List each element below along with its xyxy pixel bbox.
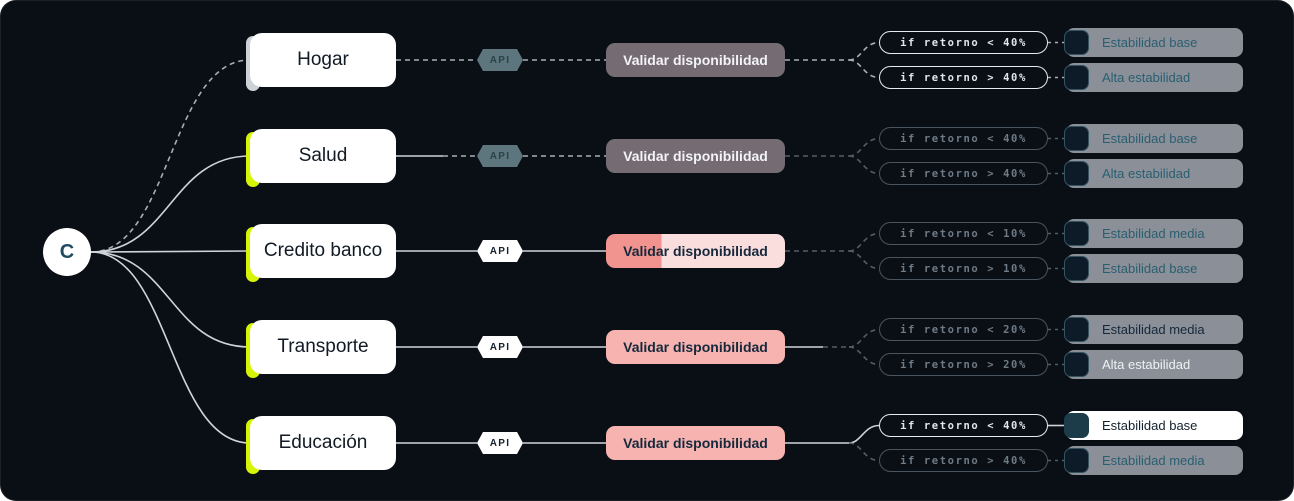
- api-badge[interactable]: API: [477, 240, 523, 262]
- status-square-icon: [1064, 126, 1089, 151]
- outcome-label: Alta estabilidad: [1102, 166, 1191, 181]
- api-badge[interactable]: API: [477, 145, 523, 167]
- category-label: Credito banco: [263, 240, 383, 261]
- category-label: Hogar: [297, 49, 349, 70]
- outcome-label: Estabilidad base: [1102, 261, 1198, 276]
- outcome-chip[interactable]: Alta estabilidad: [1064, 63, 1243, 92]
- outcome-label: Alta estabilidad: [1102, 70, 1191, 85]
- outcome-label: Estabilidad base: [1102, 418, 1198, 433]
- status-square-icon: [1064, 413, 1089, 438]
- status-square-icon: [1064, 317, 1089, 342]
- category-node-transporte[interactable]: Transporte: [250, 320, 396, 374]
- category-node-credito-banco[interactable]: Credito banco: [250, 224, 396, 278]
- condition-text: if retorno > 10%: [900, 262, 1027, 275]
- outcome-chip[interactable]: Estabilidad media: [1064, 219, 1243, 248]
- api-label: API: [489, 341, 511, 353]
- condition-pill[interactable]: if retorno < 40%: [879, 414, 1048, 437]
- condition-text: if retorno < 40%: [900, 132, 1027, 145]
- condition-text: if retorno < 40%: [900, 419, 1027, 432]
- condition-pill[interactable]: if retorno > 40%: [879, 66, 1048, 89]
- outcome-chip[interactable]: Estabilidad media: [1064, 446, 1243, 475]
- api-badge[interactable]: API: [477, 49, 523, 71]
- condition-text: if retorno < 20%: [900, 323, 1027, 336]
- api-label: API: [489, 437, 511, 449]
- category-node-hogar[interactable]: Hogar: [250, 33, 396, 87]
- status-square-icon: [1064, 221, 1089, 246]
- outcome-chip[interactable]: Estabilidad base: [1064, 28, 1243, 57]
- condition-text: if retorno > 20%: [900, 358, 1027, 371]
- condition-pill[interactable]: if retorno < 20%: [879, 318, 1048, 341]
- outcome-label: Estabilidad base: [1102, 35, 1198, 50]
- validate-button[interactable]: Validar disponibilidad: [606, 426, 785, 460]
- outcome-label: Estabilidad media: [1102, 226, 1205, 241]
- root-node[interactable]: C: [43, 228, 91, 276]
- outcome-label: Alta estabilidad: [1102, 357, 1191, 372]
- outcome-chip[interactable]: Estabilidad base: [1064, 254, 1243, 283]
- category-label: Salud: [298, 145, 348, 166]
- condition-text: if retorno > 40%: [900, 454, 1027, 467]
- outcome-chip-selected[interactable]: Estabilidad base: [1064, 411, 1243, 440]
- condition-text: if retorno < 10%: [900, 227, 1027, 240]
- condition-pill[interactable]: if retorno < 40%: [879, 127, 1048, 150]
- condition-pill[interactable]: if retorno > 40%: [879, 162, 1048, 185]
- api-label: API: [489, 54, 511, 66]
- outcome-label: Estabilidad media: [1102, 322, 1205, 337]
- validate-button[interactable]: Validar disponibilidad: [606, 234, 785, 268]
- api-label: API: [489, 150, 511, 162]
- category-label: Transporte: [277, 336, 369, 357]
- outcome-chip[interactable]: Estabilidad media: [1064, 315, 1243, 344]
- validate-button[interactable]: Validar disponibilidad: [606, 43, 785, 77]
- outcome-label: Estabilidad base: [1102, 131, 1198, 146]
- outcome-label: Estabilidad media: [1102, 453, 1205, 468]
- status-square-icon: [1064, 352, 1089, 377]
- status-square-icon: [1064, 256, 1089, 281]
- condition-text: if retorno > 40%: [900, 167, 1027, 180]
- outcome-chip[interactable]: Alta estabilidad: [1064, 159, 1243, 188]
- api-badge[interactable]: API: [477, 336, 523, 358]
- condition-text: if retorno > 40%: [900, 71, 1027, 84]
- status-square-icon: [1064, 448, 1089, 473]
- status-square-icon: [1064, 65, 1089, 90]
- outcome-chip[interactable]: Estabilidad base: [1064, 124, 1243, 153]
- category-node-salud[interactable]: Salud: [250, 129, 396, 183]
- api-label: API: [489, 245, 511, 257]
- outcome-chip[interactable]: Alta estabilidad: [1064, 350, 1243, 379]
- validate-button[interactable]: Validar disponibilidad: [606, 139, 785, 173]
- category-node-educacion[interactable]: Educación: [250, 416, 396, 470]
- condition-pill[interactable]: if retorno > 10%: [879, 257, 1048, 280]
- status-square-icon: [1064, 30, 1089, 55]
- condition-pill[interactable]: if retorno > 20%: [879, 353, 1048, 376]
- validate-button[interactable]: Validar disponibilidad: [606, 330, 785, 364]
- category-label: Educación: [278, 432, 368, 453]
- condition-pill[interactable]: if retorno < 40%: [879, 31, 1048, 54]
- status-square-icon: [1064, 161, 1089, 186]
- condition-text: if retorno < 40%: [900, 36, 1027, 49]
- condition-pill[interactable]: if retorno > 40%: [879, 449, 1048, 472]
- condition-pill[interactable]: if retorno < 10%: [879, 222, 1048, 245]
- api-badge[interactable]: API: [477, 432, 523, 454]
